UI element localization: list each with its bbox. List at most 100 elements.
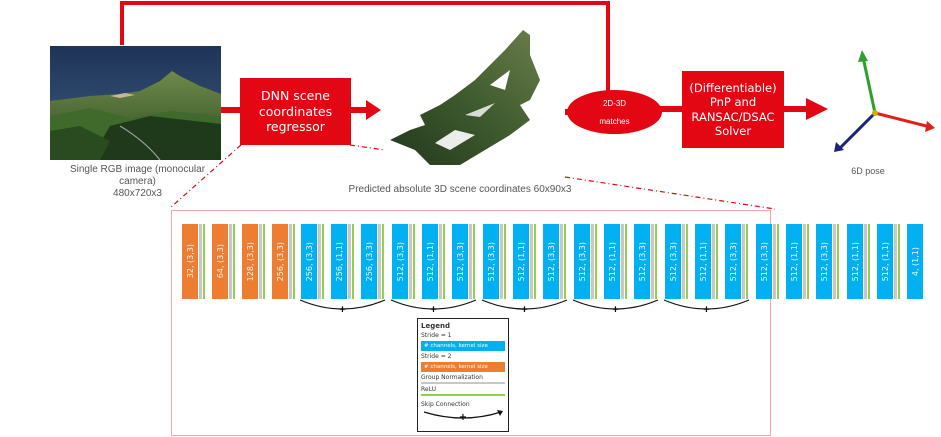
- relu-bar: [716, 224, 718, 299]
- legend-relu-line: [421, 394, 505, 396]
- group-norm-bar: [469, 224, 472, 299]
- group-norm-bar: [378, 224, 381, 299]
- network-layer: 512, (1,1): [695, 224, 718, 299]
- input-caption-line-2: camera): [119, 176, 156, 187]
- group-norm-bar: [530, 224, 533, 299]
- legend-skip-label: Skip Connection: [421, 401, 470, 408]
- network-layer: 512, (1,1): [877, 224, 900, 299]
- network-layer: 512, (3,3): [725, 224, 748, 299]
- conv-block-stride1: 512, (3,3): [574, 224, 590, 299]
- legend-stride1-label: Stride = 1: [421, 332, 452, 339]
- network-layer: 32, (3,3): [182, 224, 205, 299]
- skip-plus-symbol: +: [612, 304, 618, 316]
- network-layer: 512, (3,3): [574, 224, 597, 299]
- network-layer: 256, (1,1): [331, 224, 354, 299]
- group-norm-bar: [500, 224, 503, 299]
- group-norm-bar: [864, 224, 867, 299]
- solver-line-3: RANSAC/DSAC: [691, 109, 775, 124]
- skip-plus-symbol: +: [521, 304, 527, 316]
- skip-connection-arc: [299, 299, 386, 310]
- matches-ellipse: 2D-3D matches: [567, 90, 662, 134]
- input-image-caption: Single RGB image (monocular camera) 480x…: [40, 164, 235, 200]
- layer-stack: 32, (3,3)64, (3,3)128, (3,3)256, (3,3)25…: [182, 224, 923, 299]
- skip-connection-arc: [481, 299, 568, 310]
- relu-bar: [898, 224, 900, 299]
- conv-block-stride2: 32, (3,3): [182, 224, 198, 299]
- group-norm-bar: [289, 224, 292, 299]
- conv-block-stride1: 512, (3,3): [816, 224, 832, 299]
- group-norm-bar: [712, 224, 715, 299]
- group-norm-bar: [833, 224, 836, 299]
- legend-stride1-swatch: # channels, kernel size: [421, 341, 505, 351]
- zoom-line-right: [564, 176, 776, 210]
- arrow-head-solver-pose: [806, 98, 828, 120]
- network-layer: 512, (3,3): [543, 224, 566, 299]
- network-layer: 512, (3,3): [816, 224, 839, 299]
- group-norm-bar: [229, 224, 232, 299]
- relu-bar: [443, 224, 445, 299]
- relu-bar: [413, 224, 415, 299]
- network-layer: 256, (3,3): [301, 224, 324, 299]
- relu-bar: [352, 224, 354, 299]
- conv-block-stride2: 128, (3,3): [242, 224, 258, 299]
- matches-line-2: matches: [599, 116, 630, 126]
- conv-block-stride1: 512, (3,3): [665, 224, 681, 299]
- relu-bar: [534, 224, 536, 299]
- conv-block-stride1: 512, (3,3): [392, 224, 408, 299]
- scene-coordinates-pointcloud: [380, 25, 550, 175]
- group-norm-bar: [199, 224, 202, 299]
- relu-bar: [868, 224, 870, 299]
- layer-label: 512, (3,3): [819, 241, 829, 282]
- conv-block-stride1: 256, (3,3): [361, 224, 377, 299]
- legend-stride2-swatch: # channels, kernel size: [421, 362, 505, 372]
- conv-block-stride1: 256, (1,1): [331, 224, 347, 299]
- relu-bar: [564, 224, 566, 299]
- conv-block-stride1: 512, (3,3): [634, 224, 650, 299]
- relu-bar: [746, 224, 748, 299]
- dnn-line-3: regressor: [266, 119, 325, 135]
- group-norm-bar: [742, 224, 745, 299]
- relu-bar: [777, 224, 779, 299]
- conv-block-stride1: 512, (3,3): [543, 224, 559, 299]
- conv-block-stride2: 256, (3,3): [272, 224, 288, 299]
- legend-title: Legend: [421, 322, 450, 330]
- group-norm-bar: [259, 224, 262, 299]
- input-caption-line-3: 480x720x3: [113, 188, 162, 199]
- legend-group-norm-label: Group Normalization: [421, 374, 483, 381]
- network-layer: 512, (3,3): [665, 224, 688, 299]
- relu-bar: [807, 224, 809, 299]
- layer-label: 512, (1,1): [850, 241, 860, 282]
- skip-plus-symbol: +: [430, 304, 436, 316]
- solver-line-4: Solver: [714, 123, 752, 138]
- relu-bar: [504, 224, 506, 299]
- skip-connection-arc: [663, 299, 750, 310]
- conv-block-stride1: 256, (3,3): [301, 224, 317, 299]
- legend-stride2-label: Stride = 2: [421, 353, 452, 360]
- layer-label: 512, (1,1): [789, 241, 799, 282]
- solver-line-1: (Differentiable): [689, 80, 777, 95]
- network-layer: 512, (1,1): [513, 224, 536, 299]
- conv-block-stride1: 512, (1,1): [847, 224, 863, 299]
- solver-line-2: PnP and: [709, 95, 757, 110]
- network-layer: 512, (1,1): [786, 224, 809, 299]
- scene-coords-caption: Predicted absolute 3D scene coordinates …: [348, 184, 572, 195]
- network-layer: 512, (3,3): [756, 224, 779, 299]
- conv-block-stride1: 512, (3,3): [756, 224, 772, 299]
- group-norm-bar: [621, 224, 624, 299]
- input-rgb-image: [50, 46, 221, 160]
- network-layer: 512, (3,3): [452, 224, 475, 299]
- skip-connection-arc: [572, 299, 659, 310]
- relu-bar: [837, 224, 839, 299]
- dnn-line-2: coordinates: [258, 103, 333, 119]
- group-norm-bar: [439, 224, 442, 299]
- network-layer: 4, (1,1): [907, 224, 923, 299]
- group-norm-bar: [682, 224, 685, 299]
- conv-block-stride1: 512, (3,3): [725, 224, 741, 299]
- group-norm-bar: [318, 224, 321, 299]
- relu-bar: [233, 224, 235, 299]
- dnn-line-1: DNN scene: [261, 88, 330, 104]
- feedback-line: [120, 1, 610, 120]
- conv-block-stride1: 512, (3,3): [483, 224, 499, 299]
- network-layer: 512, (1,1): [604, 224, 627, 299]
- skip-connections: +++++: [299, 299, 750, 316]
